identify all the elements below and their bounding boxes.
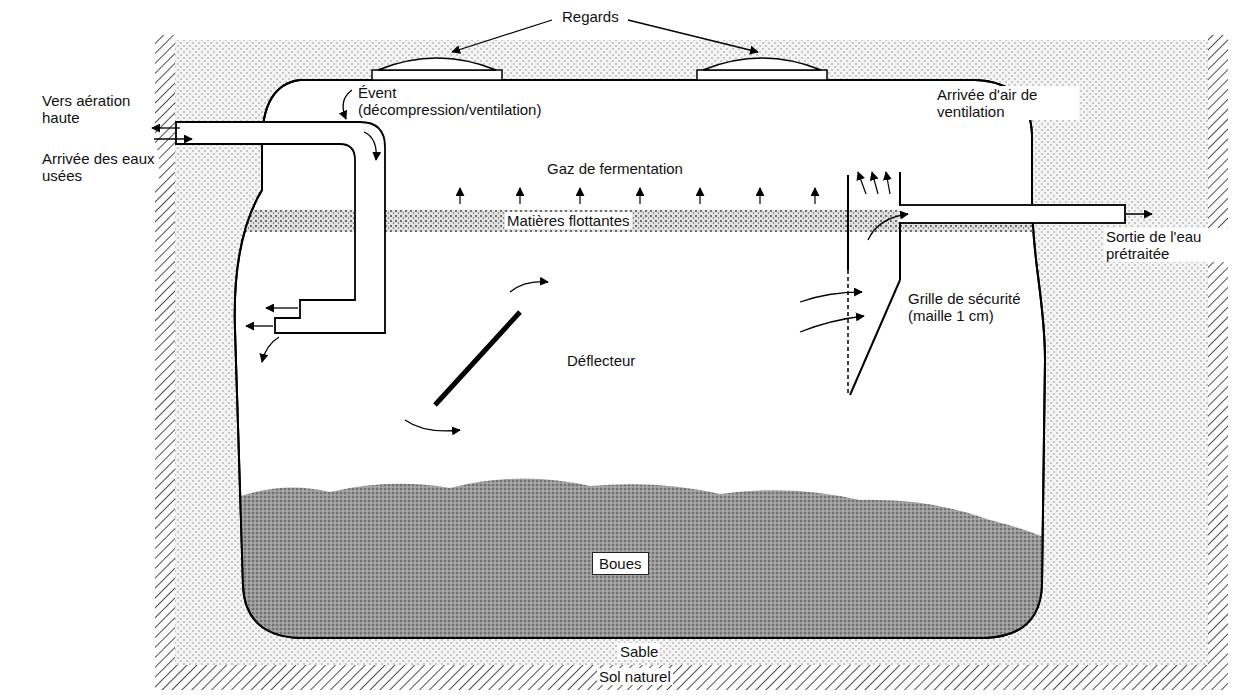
baffle-wall [899,223,901,280]
flow-arrow [405,420,460,431]
part-label: Gaz de fermentation [545,160,685,177]
flow-arrow [364,132,376,160]
part-label: Sable [618,643,660,660]
part-label: Arrivée des eaux usées [40,150,159,184]
flow-arrow [800,292,862,302]
part-label: Vers aération haute [40,92,154,126]
pipe-opening [899,206,902,222]
flow-arrow [152,127,180,128]
flow-arrow [246,325,273,326]
flow-arrow [266,307,298,308]
outlet-pipe [900,205,1125,223]
baffle-wall [850,280,900,395]
baffle-plate [847,175,849,270]
deflector-plate [435,312,520,405]
part-label: Matières flottantes [505,212,632,229]
air-arrow [886,172,890,194]
leader-line [628,20,758,52]
flow-arrow [262,337,279,362]
soil-hatch [155,665,1228,690]
vent-arrow [343,90,352,119]
sludge-layer [230,478,1050,650]
part-label: Boues [592,552,649,575]
air-arrow [872,172,878,194]
manhole-cover [378,58,496,70]
part-label: Arrivée d'air de ventilation [935,86,1079,120]
soil-hatch [1208,35,1228,690]
part-label: Sol naturel [597,668,673,685]
part-label: Regards [560,8,621,25]
safety-grid [847,270,849,395]
manhole-base [372,70,502,80]
manhole-cover [703,58,821,70]
air-arrow [858,172,866,194]
part-label: Évent (décompression/ventilation) [356,84,575,118]
inlet-pipe [176,122,385,333]
gas-arrows [460,188,815,204]
baffle-wall [899,172,901,205]
part-label: Grille de sécurité (maille 1 cm) [906,290,1038,324]
part-label: Sortie de l'eau prétraitée [1104,228,1248,262]
flow-arrow [1125,213,1152,215]
flow-arrow [868,214,908,240]
flow-arrow [800,316,864,332]
leader-line [452,20,552,52]
flow-arrow [510,282,548,292]
part-label: Déflecteur [565,352,637,369]
soil-hatch [155,35,175,690]
flow-arrow [154,138,192,139]
manhole-base [697,70,827,80]
sand-fill [175,40,1208,665]
